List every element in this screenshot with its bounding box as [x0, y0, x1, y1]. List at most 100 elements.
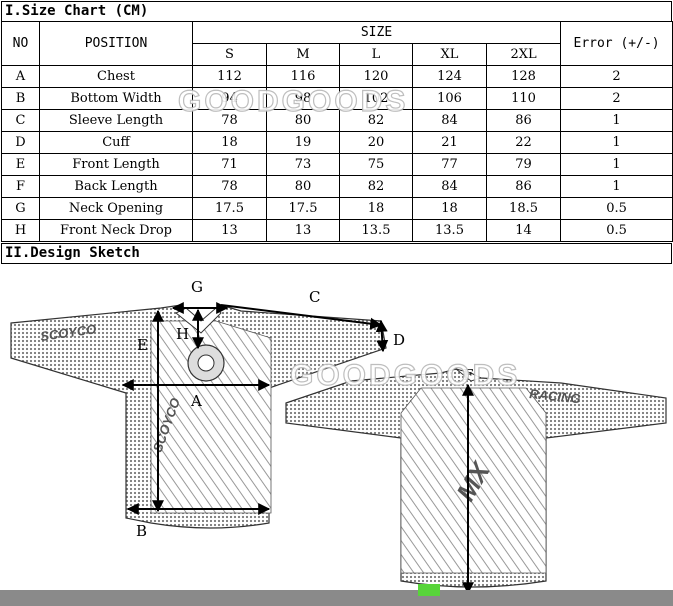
row-value: 13 [266, 219, 340, 242]
row-code: E [1, 153, 40, 176]
row-position: Front Neck Drop [39, 219, 193, 242]
row-value: 13 [192, 219, 267, 242]
row-value: 18.5 [485, 197, 562, 220]
row-position: Chest [39, 65, 193, 88]
front-jersey: SCOYCO SCOYCO [10, 304, 387, 529]
label-h: H [176, 325, 189, 343]
row-value: 17.5 [266, 197, 340, 220]
row-value: 80 [266, 175, 340, 198]
row-value: 13.5 [339, 219, 413, 242]
row-error: 2 [560, 87, 673, 110]
row-value: 86 [485, 109, 562, 132]
row-error: 2 [560, 65, 673, 88]
row-value: 128 [485, 65, 562, 88]
row-value: 79 [485, 153, 562, 176]
row-value: 73 [266, 153, 340, 176]
no-header: NO [1, 21, 40, 66]
bottom-bar [0, 590, 673, 606]
row-value: 110 [485, 87, 562, 110]
label-f: F [463, 366, 473, 384]
size-chart-heading: I.Size Chart (CM) [1, 1, 672, 22]
row-value: 84 [412, 175, 487, 198]
row-value: 120 [339, 65, 413, 88]
label-d: D [393, 331, 405, 349]
bottom-green-marker [418, 584, 440, 596]
row-position: Front Length [39, 153, 193, 176]
size-header: SIZE [191, 21, 562, 44]
row-value: 84 [412, 109, 487, 132]
row-value: 14 [485, 219, 562, 242]
row-value: 102 [339, 87, 413, 110]
row-error: 1 [560, 175, 673, 198]
dimension-lines [121, 302, 474, 595]
design-sketch-heading: II.Design Sketch [1, 243, 672, 264]
row-code: C [1, 109, 40, 132]
row-code: B [1, 87, 40, 110]
row-value: 124 [412, 65, 487, 88]
design-sketch: SCOYCO SCOYCO RACING MX [10, 278, 667, 595]
row-value: 75 [339, 153, 413, 176]
row-value: 21 [412, 131, 487, 154]
row-code: H [1, 219, 40, 242]
label-g: G [191, 278, 203, 296]
row-value: 80 [266, 109, 340, 132]
size-col-m: M [266, 43, 340, 66]
row-code: A [1, 65, 40, 88]
row-value: 18 [192, 131, 267, 154]
row-value: 78 [192, 109, 267, 132]
dimension-labels: G H C D E A B F [136, 278, 473, 540]
row-position: Sleeve Length [39, 109, 193, 132]
row-value: 98 [266, 87, 340, 110]
row-value: 82 [339, 175, 413, 198]
row-position: Back Length [39, 175, 193, 198]
row-code: G [1, 197, 40, 220]
row-error: 0.5 [560, 219, 673, 242]
error-header: Error (+/-) [560, 21, 673, 66]
label-b: B [136, 522, 147, 540]
row-code: D [1, 131, 40, 154]
size-col-2xl: 2XL [485, 43, 562, 66]
row-value: 86 [485, 175, 562, 198]
row-value: 112 [192, 65, 267, 88]
row-value: 18 [339, 197, 413, 220]
row-value: 116 [266, 65, 340, 88]
back-jersey: RACING MX [285, 368, 667, 588]
row-code: F [1, 175, 40, 198]
row-position: Bottom Width [39, 87, 193, 110]
label-a: A [190, 392, 202, 410]
row-error: 1 [560, 109, 673, 132]
row-value: 20 [339, 131, 413, 154]
row-position: Cuff [39, 131, 193, 154]
row-error: 0.5 [560, 197, 673, 220]
row-value: 71 [192, 153, 267, 176]
position-header: POSITION [39, 21, 193, 66]
size-col-xl: XL [412, 43, 487, 66]
row-value: 22 [485, 131, 562, 154]
row-value: 94 [192, 87, 267, 110]
row-value: 77 [412, 153, 487, 176]
row-value: 18 [412, 197, 487, 220]
row-position: Neck Opening [39, 197, 193, 220]
row-value: 82 [339, 109, 413, 132]
row-value: 13.5 [412, 219, 487, 242]
label-e: E [137, 336, 148, 354]
row-error: 1 [560, 131, 673, 154]
size-col-s: S [192, 43, 267, 66]
size-col-l: L [339, 43, 413, 66]
row-value: 17.5 [192, 197, 267, 220]
row-value: 106 [412, 87, 487, 110]
back-sleeve-brand: RACING [529, 386, 582, 406]
label-c: C [309, 288, 320, 306]
